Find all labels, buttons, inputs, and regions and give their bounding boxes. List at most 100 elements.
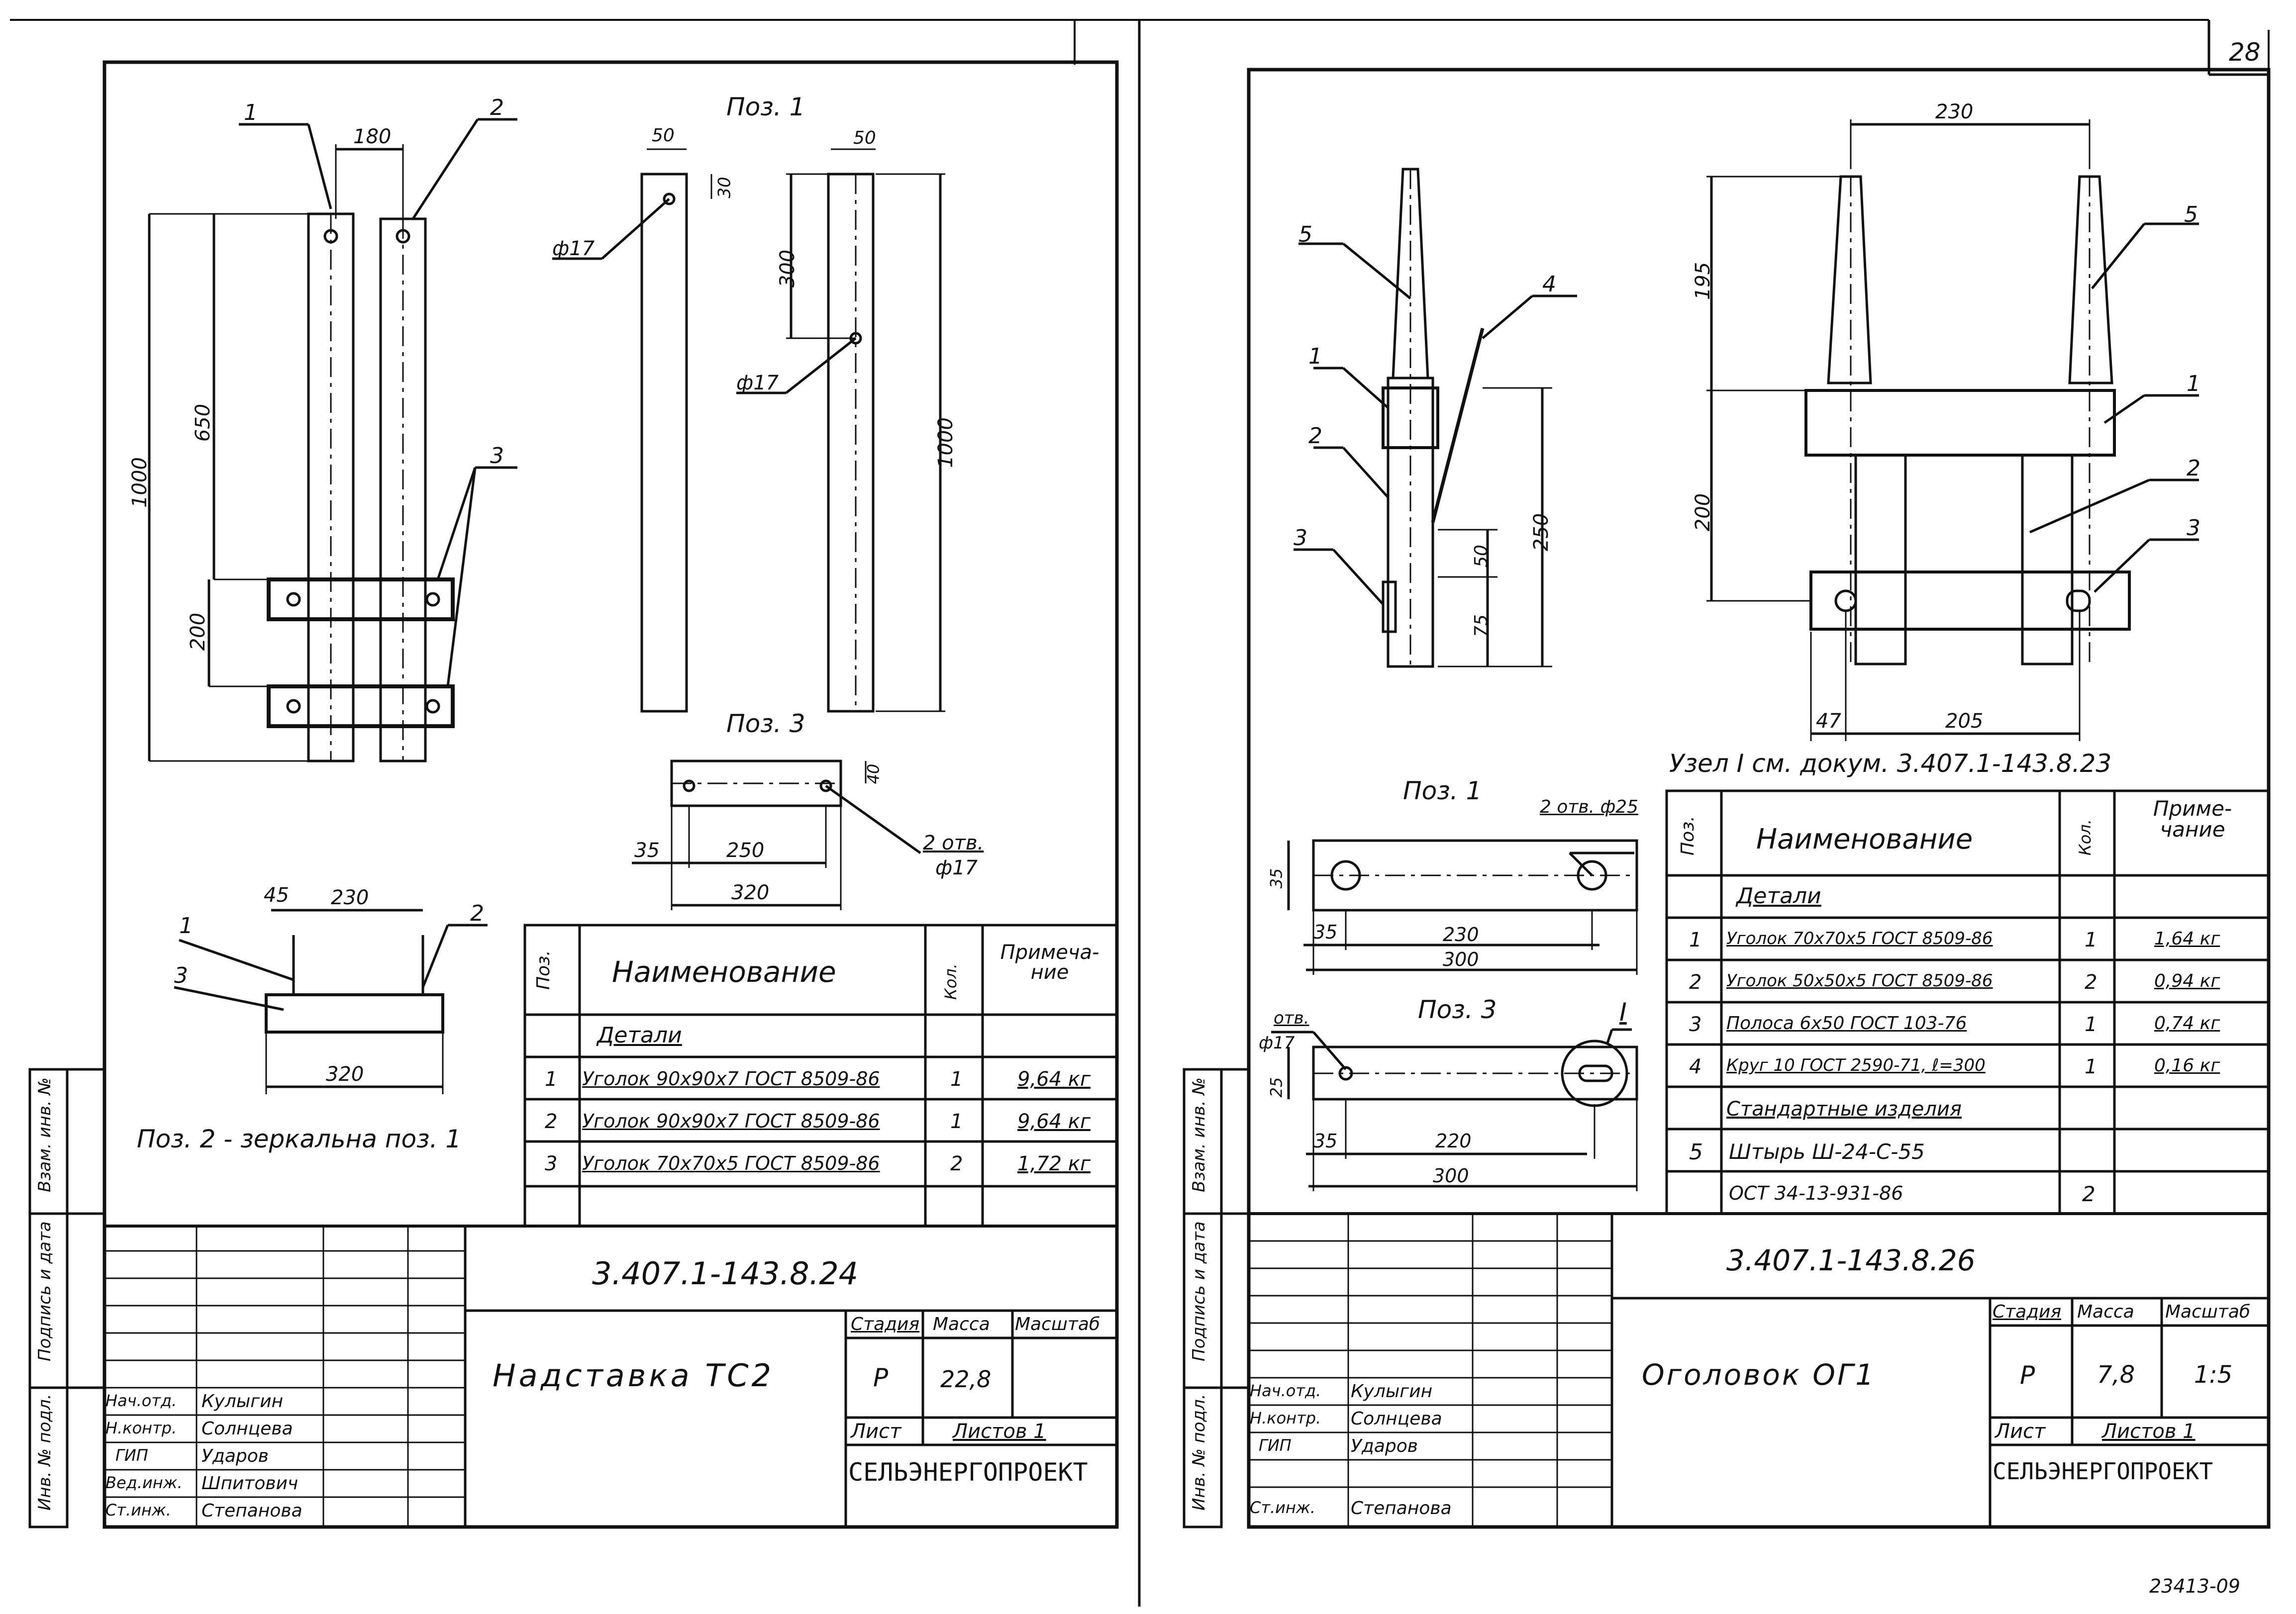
dim-phi17b: ф17: [736, 372, 779, 394]
dim-250: 250: [726, 839, 765, 862]
r-holes25: 2 отв. ф25: [1540, 797, 1639, 817]
r-dim-200: 200: [1692, 493, 1715, 532]
dim-200: 200: [187, 612, 210, 651]
r-table-row-pos: 5: [1689, 1139, 1703, 1165]
table-row-qty: 2: [950, 1152, 963, 1175]
r-callout-2: 2: [1308, 423, 1322, 449]
r-table-row-note: 1,64 кг: [2154, 929, 2220, 949]
side-label-replace-inv-r: Взам. инв. №: [1189, 1077, 1209, 1192]
table-row-pos: 1: [545, 1068, 558, 1091]
r-table-header-pos: Поз.: [1678, 816, 1698, 855]
r-stage-label: Стадия: [1993, 1302, 2062, 1322]
holes-label: 2 отв.: [923, 832, 984, 854]
side-label-replace-inv: Взам. инв. №: [35, 1077, 55, 1192]
role-4: Вед.инж.: [105, 1473, 183, 1492]
person-3: Ударов: [201, 1446, 269, 1466]
role-5: Ст.инж.: [105, 1501, 171, 1519]
r-dim-35b: 35: [1313, 921, 1338, 943]
r-role-3: ГИП: [1259, 1436, 1292, 1455]
dim-230: 230: [331, 886, 369, 909]
r-table-section2: Стандартные изделия: [1726, 1098, 1962, 1121]
side-label-sign-date: Подпись и дата: [35, 1221, 55, 1361]
callout-3: 3: [490, 443, 504, 469]
person-2: Солнцева: [201, 1419, 293, 1439]
r-dim-35c: 35: [1313, 1130, 1338, 1152]
r-dim-47: 47: [1816, 710, 1841, 733]
r-dim-35a: 35: [1267, 868, 1286, 889]
table-row-pos: 2: [545, 1110, 558, 1133]
view-title-pos3: Поз. 3: [726, 709, 805, 738]
dim-phi17a: ф17: [552, 237, 595, 260]
r-table-section: Детали: [1736, 883, 1821, 909]
r-role-4: Ст.инж.: [1250, 1498, 1315, 1517]
holes-diameter: ф17: [935, 856, 978, 879]
r-person-2: Солнцева: [1351, 1409, 1442, 1429]
table-header-qty: Кол.: [941, 963, 960, 1000]
r-sheets-label: Листов 1: [2102, 1420, 2196, 1443]
r-dim-75: 75: [1471, 614, 1492, 637]
r-role-2: Н.контр.: [1250, 1409, 1321, 1427]
r-table-row-qty: 1: [2085, 929, 2097, 951]
dim-320: 320: [731, 881, 770, 904]
r-sheet-label: Лист: [1995, 1420, 2046, 1443]
dim-650: 650: [192, 403, 215, 442]
r-table-row-name: Полоса 6х50 ГОСТ 103-76: [1726, 1013, 1967, 1034]
r-dim-300b: 300: [1433, 1165, 1469, 1187]
table-row-pos: 3: [545, 1152, 558, 1175]
section-callout-1: 1: [179, 913, 193, 939]
r-table-row-qty: 2: [2085, 971, 2097, 994]
r-scale-label: Масштаб: [2165, 1302, 2251, 1322]
r-dim-195: 195: [1692, 262, 1715, 300]
role-3: ГИП: [115, 1446, 148, 1465]
r-callout-1: 1: [1308, 344, 1322, 369]
r-dim-300: 300: [1443, 949, 1479, 970]
r-org-name: СЕЛЬЭНЕРГОПРОЕКТ: [1993, 1458, 2213, 1485]
r-table-row-name: Штырь Ш-24-С-55: [1729, 1139, 1925, 1164]
mirror-note: Поз. 2 - зеркальна поз. 1: [137, 1125, 462, 1153]
r-dim-250: 250: [1530, 513, 1553, 552]
r-pos3-title: Поз. 3: [1418, 995, 1497, 1024]
r-dim-230: 230: [1935, 100, 1974, 123]
r-role-1: Нач.отд.: [1250, 1381, 1321, 1400]
dim-35: 35: [634, 839, 660, 862]
r-table-row-name: Уголок 50х50х5 ГОСТ 8509-86: [1726, 971, 1993, 991]
r-hole-diameter: ф17: [1259, 1033, 1295, 1053]
r-dim-25: 25: [1267, 1077, 1286, 1098]
r-callout-4: 4: [1542, 272, 1556, 297]
r-drawing-title: Оголовок ОГ1: [1642, 1358, 1876, 1392]
r-dim-220: 220: [1435, 1130, 1472, 1152]
r-table-row-note: 0,74 кг: [2154, 1013, 2220, 1034]
dim-1000: 1000: [128, 457, 151, 508]
dim-50b: 50: [853, 128, 876, 148]
r-table-header-qty: Кол.: [2076, 819, 2095, 855]
r-table-row-name: ОСТ 34-13-931-86: [1729, 1182, 1903, 1204]
table-row-qty: 1: [950, 1110, 963, 1133]
r-mass-value: 7,8: [2097, 1361, 2135, 1389]
r-person-1: Кулыгин: [1351, 1381, 1433, 1402]
table-row-qty: 1: [950, 1068, 963, 1091]
sheet-number: 28: [2229, 38, 2261, 67]
r-table-row-pos: 4: [1689, 1055, 1702, 1078]
dim-40: 40: [864, 763, 883, 784]
r-front-callout-5: 5: [2184, 202, 2198, 227]
dim-180: 180: [353, 125, 392, 148]
r-person-4: Степанова: [1351, 1498, 1452, 1519]
table-row-name: Уголок 90х90х7 ГОСТ 8509-86: [582, 1068, 880, 1090]
table-header-name: Наименование: [612, 955, 836, 989]
r-table-row-qty: 1: [2085, 1013, 2097, 1036]
r-table-header-note: Приме- чание: [2153, 796, 2232, 842]
r-table-row-qty: 1: [2085, 1055, 2097, 1078]
scale-label: Масштаб: [1015, 1314, 1100, 1334]
r-table-row-pos: 3: [1689, 1013, 1702, 1036]
r-table-header-name: Наименование: [1756, 823, 1973, 855]
dim-1000b: 1000: [934, 417, 957, 468]
r-node-mark: I: [1619, 998, 1627, 1027]
table-header-note: Примеча- ние: [1000, 941, 1099, 984]
drawing-title: Надставка ТС2: [493, 1357, 774, 1394]
r-doc-code: 3.407.1-143.8.26: [1726, 1243, 1976, 1277]
view-title-pos1: Поз. 1: [726, 93, 805, 121]
r-hole-label: отв.: [1274, 1008, 1309, 1028]
doc-code: 3.407.1-143.8.24: [592, 1255, 859, 1292]
person-5: Степанова: [201, 1501, 302, 1521]
side-label-orig-inv: Инв. № подл.: [35, 1394, 55, 1511]
